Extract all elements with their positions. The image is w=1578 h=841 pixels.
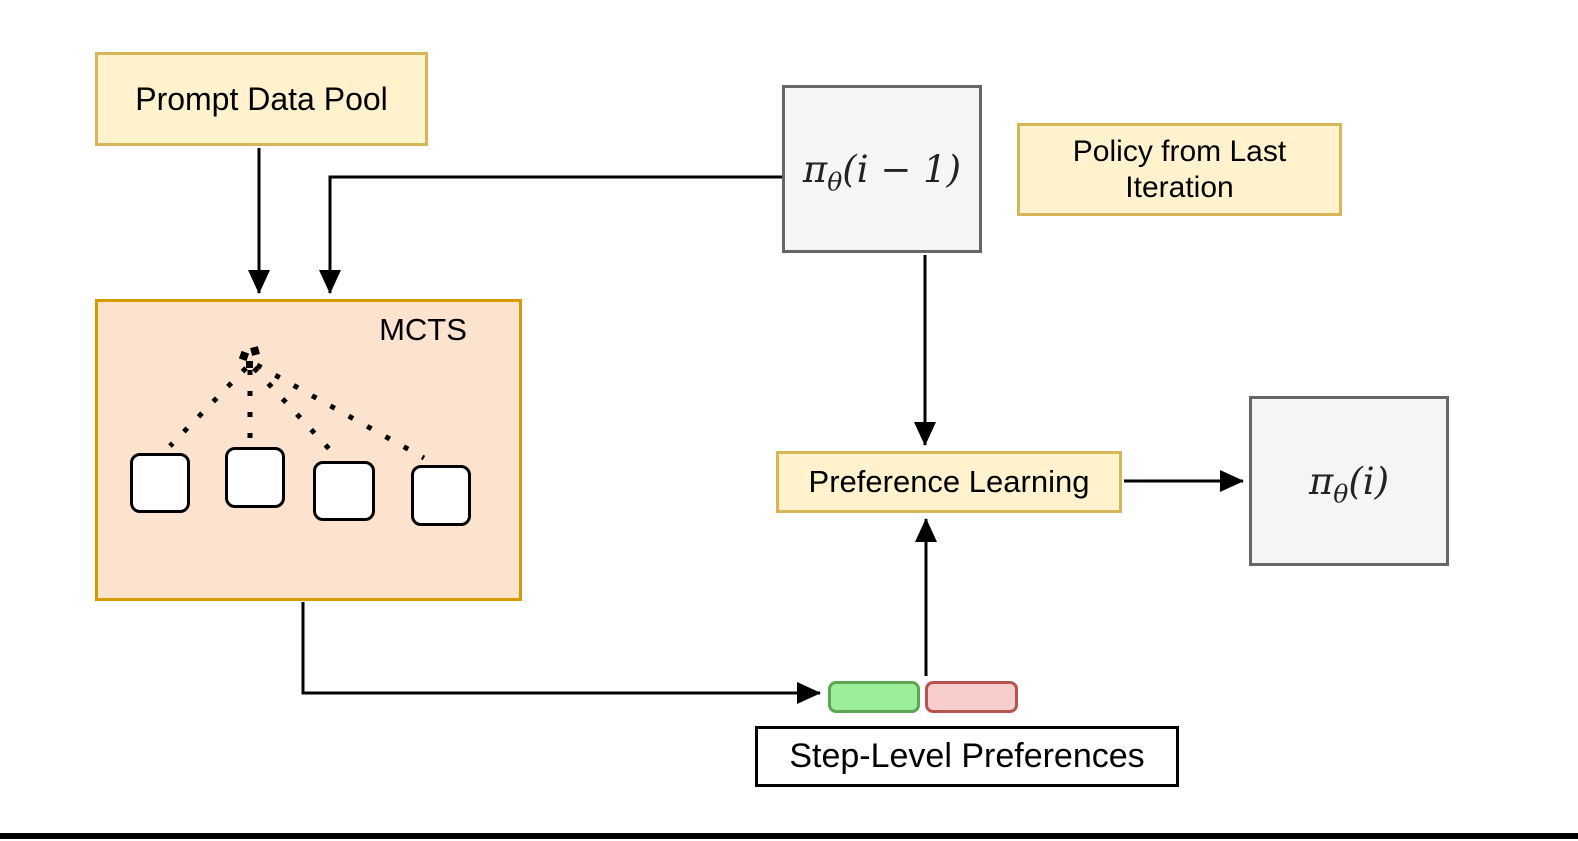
policy-prev-box: πθ(i − 1) (782, 85, 982, 253)
policy-new-box: πθ(i) (1249, 396, 1449, 566)
preferred-step-chip (828, 681, 920, 713)
mcts-tree-node-3 (313, 461, 375, 521)
mcts-box: MCTS (95, 299, 522, 601)
bottom-border-bar (0, 833, 1578, 839)
policy-note-line1: Policy from Last (1072, 134, 1287, 168)
rejected-step-chip (925, 681, 1018, 713)
preference-learning-box: Preference Learning (776, 451, 1122, 513)
policy-new-formula: πθ(i) (1308, 459, 1390, 508)
prompt-data-pool-box: Prompt Data Pool (95, 52, 428, 146)
step-level-preferences-box: Step-Level Preferences (755, 726, 1179, 787)
step-level-preferences-label: Step-Level Preferences (789, 737, 1145, 775)
mcts-tree-node-4 (411, 465, 471, 526)
policy-prev-formula: πθ(i − 1) (802, 147, 962, 196)
policy-note-line2: Iteration (1125, 170, 1234, 204)
arrow-mcts-to-step-preferences (301, 602, 821, 704)
arrow-policyprev-to-mcts (319, 175, 782, 294)
preference-learning-label: Preference Learning (808, 464, 1090, 499)
mcts-tree-node-2 (225, 447, 285, 508)
mcts-label: MCTS (379, 312, 467, 347)
policy-note-box: Policy from Last Iteration (1017, 123, 1342, 216)
prompt-data-pool-label: Prompt Data Pool (135, 80, 388, 117)
mcts-tree-node-1 (130, 453, 190, 513)
